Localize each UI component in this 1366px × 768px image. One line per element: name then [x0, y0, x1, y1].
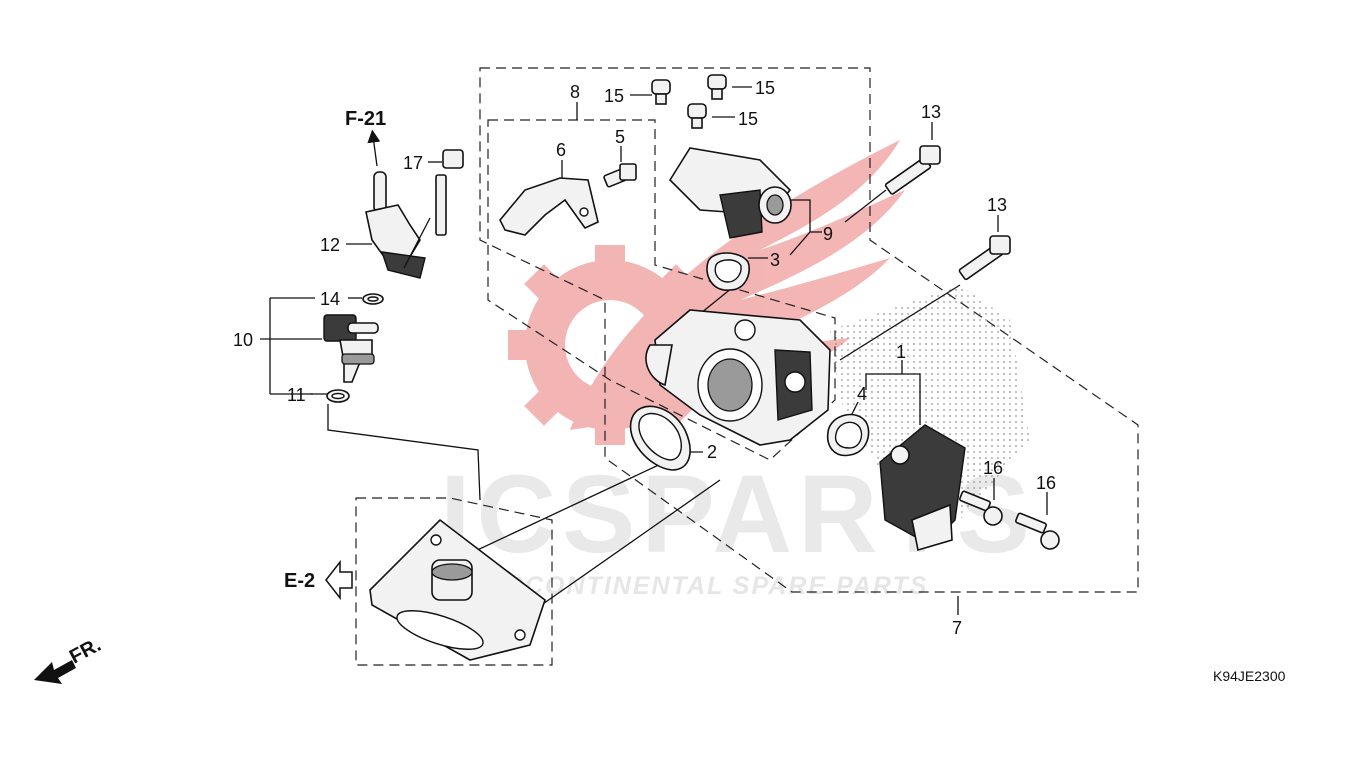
- front-direction-indicator: FR.: [34, 634, 105, 684]
- bolt-part-17: [403, 149, 464, 269]
- assembly-outline-8: [487, 119, 836, 461]
- callout-2: 2: [707, 442, 717, 462]
- callout-9: 9: [823, 224, 833, 244]
- idle-valve-part-9: [668, 147, 792, 239]
- callout-12: 12: [320, 235, 340, 255]
- throttle-body: [645, 309, 831, 446]
- callout-1: 1: [896, 342, 906, 362]
- callout-6: 6: [556, 140, 566, 160]
- bolt-part-15-c: [687, 103, 707, 129]
- callout-11: 11: [287, 385, 306, 405]
- bolt-part-13-upper: [884, 145, 941, 195]
- sensor-unit-part-1: [879, 424, 966, 552]
- intake-manifold: [369, 518, 546, 661]
- reference-f21: F-21: [345, 108, 386, 130]
- bolt-part-15-a: [651, 79, 671, 105]
- callout-16-b: 16: [1036, 473, 1056, 493]
- callout-15-c: 15: [738, 109, 758, 129]
- callout-4: 4: [857, 384, 867, 404]
- bolt-part-15-b: [707, 74, 727, 100]
- bracket-part-6: [499, 177, 599, 236]
- injector-part-10: [323, 314, 379, 383]
- callout-7: 7: [952, 618, 962, 638]
- reference-e2: E-2: [284, 559, 353, 601]
- bolt-part-16-b: [1015, 512, 1060, 550]
- bolt-part-16-a: [959, 490, 1003, 526]
- seal-ring-part-14: [362, 293, 384, 305]
- reference-e2-label: E-2: [284, 570, 315, 592]
- bolt-part-13-lower: [958, 235, 1011, 281]
- manifold-outline: [355, 497, 553, 666]
- front-arrow-icon: [34, 660, 76, 684]
- callout-15-a: 15: [604, 86, 624, 106]
- callout-5: 5: [615, 127, 625, 147]
- callout-16-a: 16: [983, 458, 1003, 478]
- seal-ring-part-11: [326, 389, 350, 403]
- leader-lines: [260, 86, 1048, 621]
- assembly-outline-7: [479, 67, 1139, 593]
- callout-13-upper: 13: [921, 102, 941, 122]
- callout-13-lower: 13: [987, 195, 1007, 215]
- bolt-part-5: [603, 163, 637, 188]
- fuel-joint-part-12: [365, 171, 426, 279]
- callout-3: 3: [770, 250, 780, 270]
- arrow-left-icon: [325, 559, 353, 601]
- callout-17: 17: [403, 153, 423, 173]
- callout-8: 8: [570, 82, 580, 102]
- diagram-code: K94JE2300: [1213, 668, 1286, 684]
- callout-15-b: 15: [755, 78, 775, 98]
- callout-10: 10: [233, 330, 253, 350]
- callout-14: 14: [320, 289, 340, 309]
